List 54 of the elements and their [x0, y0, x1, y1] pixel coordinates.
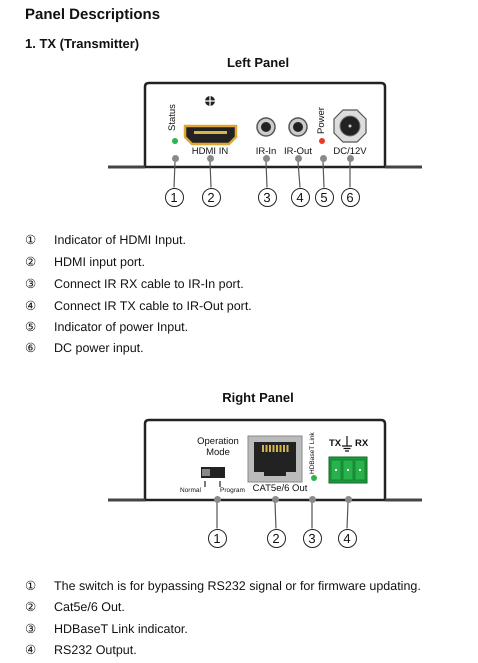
- leader-line: [311, 502, 313, 528]
- section-heading: 1. TX (Transmitter): [25, 37, 140, 52]
- list-number: ②: [25, 255, 37, 270]
- leader-line: [274, 502, 277, 529]
- description-text: RS232 Output.: [54, 643, 137, 658]
- page-title: Panel Descriptions: [25, 6, 160, 24]
- callout-number: 3: [302, 528, 322, 548]
- description-text: Cat5e/6 Out.: [54, 600, 125, 614]
- port-label: Power: [317, 107, 328, 134]
- callout-number: 3: [258, 188, 276, 206]
- terminal-label: RX: [355, 439, 368, 450]
- callout-number: 4: [290, 188, 310, 206]
- port-label: DC/12V: [333, 147, 367, 158]
- description-text: Connect IR TX cable to IR-Out port.: [54, 299, 252, 314]
- callout-number: 2: [202, 188, 220, 206]
- description-text: DC power input.: [54, 341, 144, 356]
- description-text: Indicator of HDMI Input.: [54, 233, 186, 248]
- port-label: Status: [168, 104, 179, 131]
- leader-line: [265, 161, 268, 188]
- callout-number: 5: [314, 188, 334, 206]
- callout-number: 1: [208, 528, 226, 548]
- description-text: HDMI input port.: [54, 255, 146, 270]
- description-text: Indicator of power Input.: [54, 320, 188, 334]
- port-label: HDMI IN: [192, 147, 228, 158]
- callout-number: 1: [164, 188, 184, 206]
- leader-line: [346, 502, 349, 529]
- list-number: ④: [25, 299, 37, 314]
- list-number: ③: [25, 277, 37, 292]
- port-label: CAT5e/6 Out: [252, 484, 308, 495]
- callout-number: 6: [340, 188, 360, 206]
- leader-line: [349, 162, 351, 188]
- description-text: The switch is for bypassing RS232 signal or for firmware updating.: [54, 579, 421, 594]
- panel-title: Left Panel: [226, 56, 290, 71]
- leader-line: [216, 502, 218, 528]
- leader-line: [173, 161, 176, 188]
- list-number: ⑥: [25, 341, 37, 356]
- list-number: ①: [25, 579, 37, 594]
- list-number: ③: [25, 622, 37, 636]
- description-text: Connect IR RX cable to IR-In port.: [54, 277, 244, 292]
- leader-line: [297, 161, 301, 188]
- list-number: ②: [25, 600, 37, 614]
- callout-number: 2: [266, 528, 286, 548]
- list-number: ④: [25, 643, 37, 658]
- list-number: ①: [25, 233, 37, 248]
- leader-line: [322, 161, 325, 188]
- description-text: HDBaseT Link indicator.: [54, 622, 188, 636]
- port-label: IR-Out: [284, 147, 312, 158]
- panel-title: Right Panel: [222, 391, 294, 406]
- list-number: ⑤: [25, 320, 37, 334]
- port-label: IR-In: [256, 147, 276, 158]
- terminal-label: TX: [329, 439, 342, 450]
- callout-number: 4: [338, 528, 356, 548]
- leader-line: [209, 161, 212, 188]
- switch-label: Operation Mode: [196, 437, 240, 459]
